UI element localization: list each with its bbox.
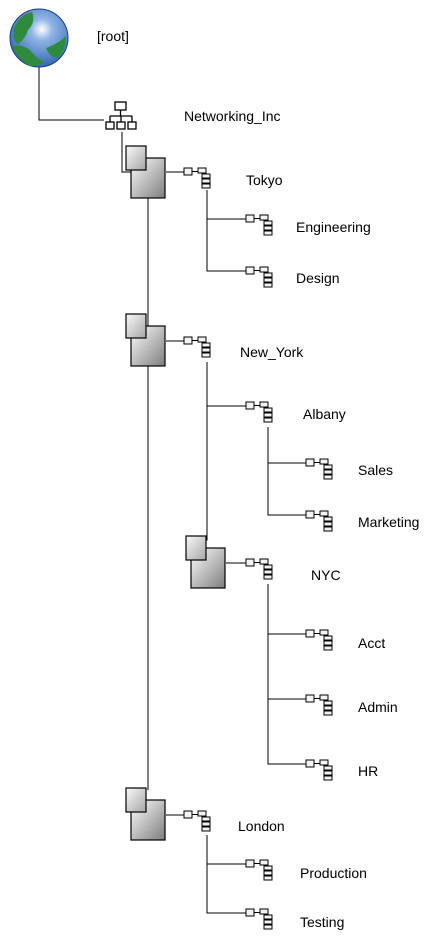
org-unit-icon <box>183 810 211 832</box>
root-node[interactable]: [root] <box>9 8 129 68</box>
org-unit-icon <box>183 167 211 189</box>
org-unit-icon <box>245 908 273 930</box>
org-unit-icon <box>305 510 333 532</box>
node-admin[interactable]: Admin <box>305 694 398 716</box>
org-unit-icon <box>245 214 273 236</box>
node-label-acct: Acct <box>358 635 385 651</box>
node-label-production: Production <box>300 865 367 881</box>
node-new-york[interactable]: New_York <box>183 336 304 360</box>
node-nyc[interactable]: NYC <box>245 558 341 583</box>
node-label-testing: Testing <box>300 914 344 930</box>
node-label-new-york: New_York <box>240 344 304 360</box>
node-engineering[interactable]: Engineering <box>245 214 371 236</box>
org-unit-icon <box>245 558 273 580</box>
node-label-admin: Admin <box>358 699 398 715</box>
node-label-marketing: Marketing <box>358 514 419 530</box>
node-albany[interactable]: Albany <box>245 401 346 423</box>
node-label-engineering: Engineering <box>296 219 371 235</box>
node-testing[interactable]: Testing <box>245 908 344 930</box>
org-unit-icon <box>305 759 333 781</box>
node-hr[interactable]: HR <box>305 759 378 781</box>
org-unit-icon <box>245 401 273 423</box>
node-london[interactable]: London <box>183 810 285 834</box>
org-unit-icon <box>183 336 211 358</box>
node-label-sales: Sales <box>358 462 393 478</box>
expanded-box-nyc[interactable] <box>185 535 226 589</box>
node-acct[interactable]: Acct <box>305 629 385 651</box>
node-tokyo[interactable]: Tokyo <box>183 167 283 189</box>
node-label-tokyo: Tokyo <box>246 172 283 188</box>
expanded-box-tokyo[interactable] <box>125 145 166 199</box>
node-design[interactable]: Design <box>245 266 340 288</box>
node-label-design: Design <box>296 270 340 286</box>
node-label-albany: Albany <box>303 406 346 422</box>
node-label-hr: HR <box>358 763 378 779</box>
node-production[interactable]: Production <box>245 859 367 881</box>
org-unit-icon <box>305 458 333 480</box>
node-label-nyc: NYC <box>311 567 341 583</box>
expanded-box-new-york[interactable] <box>125 313 166 367</box>
org-unit-icon <box>245 266 273 288</box>
node-sales[interactable]: Sales <box>305 458 393 480</box>
expanded-box-london[interactable] <box>125 787 166 841</box>
org-unit-icon <box>305 629 333 651</box>
org-unit-icon <box>245 859 273 881</box>
globe-icon <box>9 8 69 68</box>
organization-node[interactable]: Networking_Inc <box>105 101 281 130</box>
connector-lines <box>38 60 306 914</box>
org-hierarchy-icon <box>105 101 137 130</box>
node-label-london: London <box>238 818 285 834</box>
root-label: [root] <box>97 28 129 44</box>
org-unit-icon <box>305 694 333 716</box>
node-marketing[interactable]: Marketing <box>305 510 419 532</box>
organization-label: Networking_Inc <box>184 108 281 124</box>
